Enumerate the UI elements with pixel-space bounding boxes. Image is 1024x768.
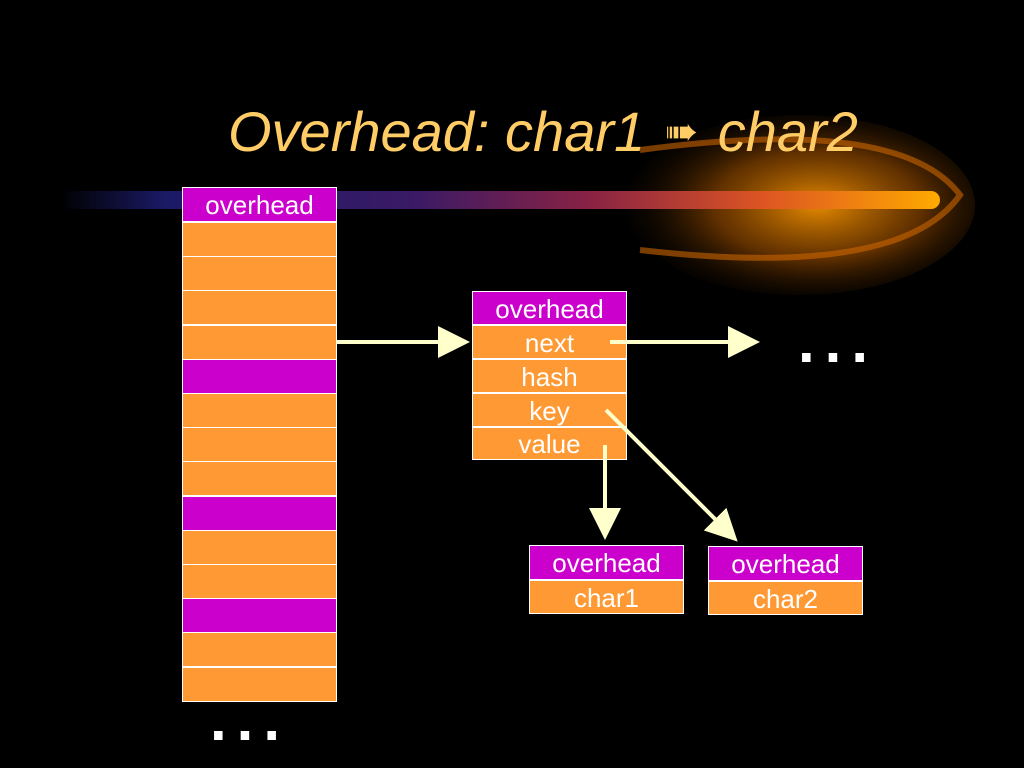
entry-overhead-label: overhead: [495, 294, 604, 324]
table-slot: [182, 359, 337, 394]
table-slot: [182, 290, 337, 325]
title-suffix: char2: [717, 100, 858, 163]
char1-value: char1: [529, 580, 684, 614]
entry-key-label: key: [529, 396, 570, 426]
table-slot: [182, 667, 337, 702]
table-ellipsis: ...: [210, 686, 291, 753]
arrow-key-to-char2: [604, 408, 738, 542]
entry-value: value: [472, 427, 627, 460]
next-ellipsis: ...: [798, 308, 879, 375]
table-slot: [182, 530, 337, 565]
char1-overhead-label: overhead: [552, 548, 661, 578]
hash-table-header: overhead: [182, 187, 337, 222]
entry-next-label: next: [524, 328, 575, 358]
char2-overhead: overhead: [708, 546, 863, 581]
char1-value-label: char1: [573, 583, 640, 613]
right-arrow-icon: ➠: [664, 110, 699, 154]
entry-overhead: overhead: [472, 291, 627, 325]
table-slot: [182, 393, 337, 428]
title-prefix: Overhead: char1: [228, 100, 646, 163]
char2-value: char2: [708, 581, 863, 615]
entry-hash-label: hash: [521, 362, 578, 392]
entry-next: next: [472, 325, 627, 359]
char2-overhead-label: overhead: [731, 549, 840, 579]
entry-value-label: value: [518, 429, 581, 459]
table-slot: [182, 564, 337, 599]
entry-hash: hash: [472, 359, 627, 393]
slide-title: Overhead: char1 ➠ char2: [228, 92, 988, 172]
entry-key: key: [472, 393, 627, 427]
table-slot: [182, 461, 337, 496]
hash-table-header-label: overhead: [205, 190, 314, 220]
char2-value-label: char2: [752, 584, 819, 614]
char1-overhead: overhead: [529, 545, 684, 580]
table-slot: [182, 632, 337, 667]
